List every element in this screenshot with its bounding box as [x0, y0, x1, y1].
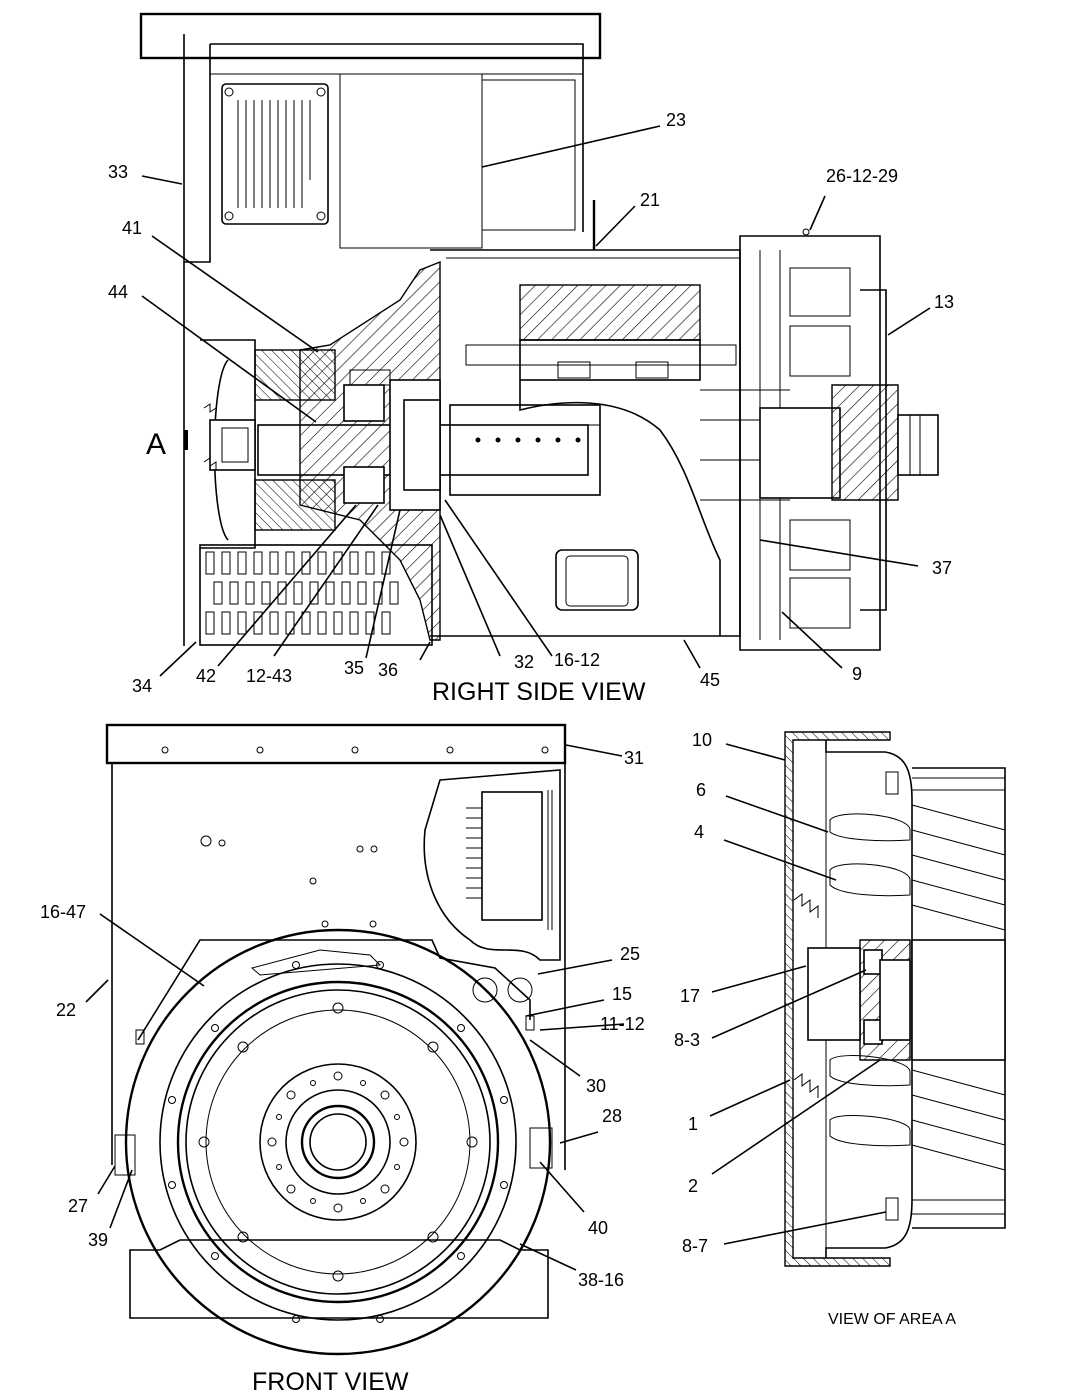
callout-42: 42: [196, 666, 216, 686]
callout-11-12: 11-12: [600, 1014, 645, 1034]
callout-28: 28: [602, 1106, 622, 1126]
callout-8-3: 8-3: [674, 1030, 700, 1050]
drive-end-adapter: [739, 235, 881, 651]
callout-23: 23: [666, 110, 686, 130]
callout-31: 31: [624, 748, 644, 768]
callout-41: 41: [122, 218, 142, 238]
callout-30: 30: [586, 1076, 606, 1096]
terminal-box-lid: [139, 12, 602, 60]
callout-1: 1: [688, 1114, 698, 1134]
area-a-view-title: VIEW OF AREA A: [828, 1311, 956, 1328]
right-side-view-title: RIGHT SIDE VIEW: [432, 678, 646, 706]
right-side-view: A: [139, 12, 939, 651]
callout-16-47: 16-47: [40, 902, 86, 922]
callout-37: 37: [932, 558, 952, 578]
area-a-detail-view: [784, 731, 1006, 1267]
callout-34: 34: [132, 676, 152, 696]
terminal-box-body: [183, 34, 584, 646]
callout-36: 36: [378, 660, 398, 680]
front-view: [105, 723, 567, 1356]
callout-21: 21: [640, 190, 660, 210]
air-inlet-screen: [199, 544, 433, 646]
callout-45: 45: [700, 670, 720, 690]
callout-2: 2: [688, 1176, 698, 1196]
callout-27: 27: [68, 1196, 88, 1216]
callout-labels: 23 33 21 26-12-29 41 44 13 37 34 42 12-4…: [40, 110, 956, 1396]
callout-35: 35: [344, 658, 364, 678]
generator-frame-front: [137, 939, 531, 1041]
callout-25: 25: [620, 944, 640, 964]
end-cover-section: [784, 731, 891, 1267]
callout-44: 44: [108, 282, 128, 302]
callout-4: 4: [694, 822, 704, 842]
callout-8-7: 8-7: [682, 1236, 708, 1256]
callout-17: 17: [680, 986, 700, 1006]
callout-32: 32: [514, 652, 534, 672]
callout-10: 10: [692, 730, 712, 750]
area-a-marker: A: [146, 428, 166, 461]
terminal-box-lid-front: [105, 723, 567, 765]
callout-13: 13: [934, 292, 954, 312]
voltage-regulator: [221, 83, 329, 225]
leader-lines: [85, 125, 931, 1271]
front-view-title: FRONT VIEW: [252, 1368, 409, 1396]
callout-39: 39: [88, 1230, 108, 1250]
callout-9: 9: [852, 664, 862, 684]
callout-12-43: 12-43: [246, 666, 292, 686]
callout-33: 33: [108, 162, 128, 182]
callout-26-12-29: 26-12-29: [826, 166, 898, 186]
callout-16-12: 16-12: [554, 650, 600, 670]
callout-6: 6: [696, 780, 706, 800]
mounting-feet: [129, 1239, 549, 1319]
callout-38-16: 38-16: [578, 1270, 624, 1290]
callout-40: 40: [588, 1218, 608, 1238]
callout-15: 15: [612, 984, 632, 1004]
callout-22: 22: [56, 1000, 76, 1020]
drive-coupling-hub: [831, 384, 899, 501]
drive-end-housing: [124, 928, 552, 1356]
